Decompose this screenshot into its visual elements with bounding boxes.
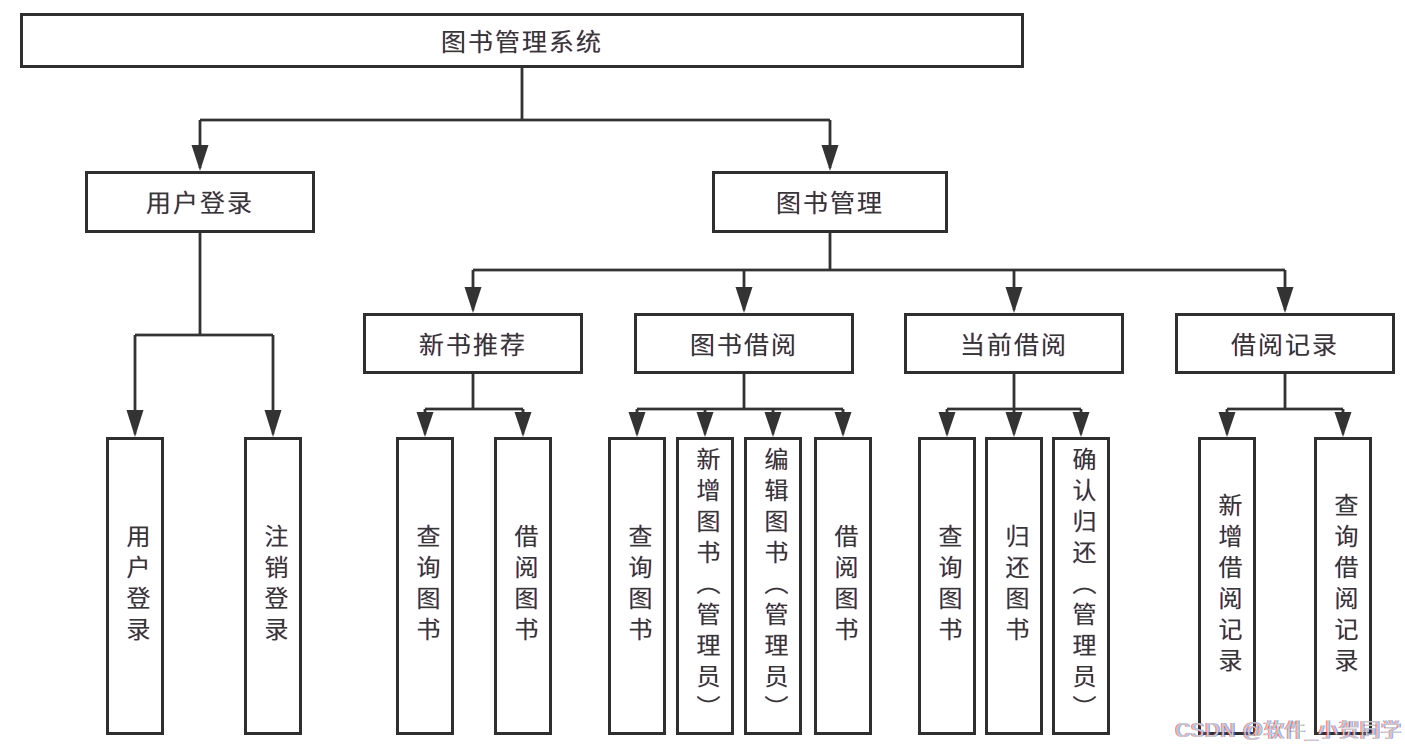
leaf-confirm-return-admin: 确认归还（管理员） — [1052, 437, 1110, 735]
leaf-label: 编辑图书（管理员） — [760, 446, 787, 726]
leaf-label: 新增图书（管理员） — [692, 446, 719, 726]
leaf-label: 借阅图书 — [510, 524, 537, 648]
node-borrow-record: 借阅记录 — [1175, 313, 1395, 374]
leaf-add-borrow-record: 新增借阅记录 — [1198, 437, 1256, 735]
node-current-borrow: 当前借阅 — [904, 313, 1124, 374]
connector-root — [191, 68, 839, 171]
connector-book-management — [464, 233, 1294, 313]
leaf-borrow-books-recommend: 借阅图书 — [494, 437, 552, 735]
node-new-book-recommend: 新书推荐 — [363, 313, 583, 374]
leaf-label: 查询图书 — [934, 524, 961, 648]
connector-book-borrow — [628, 374, 852, 437]
leaf-query-books-recommend: 查询图书 — [396, 437, 454, 735]
connector-current-borrow — [938, 374, 1090, 437]
leaf-label: 归还图书 — [1001, 524, 1028, 648]
leaf-logout: 注销登录 — [244, 437, 302, 735]
leaf-borrow-books: 借阅图书 — [814, 437, 872, 735]
leaf-query-books-current: 查询图书 — [918, 437, 976, 735]
leaf-label: 注销登录 — [260, 524, 287, 648]
node-root-system: 图书管理系统 — [20, 13, 1024, 68]
leaf-label: 借阅图书 — [830, 524, 857, 648]
leaf-label: 用户登录 — [122, 524, 149, 648]
leaf-query-books-borrow: 查询图书 — [608, 437, 666, 735]
connector-borrow-record — [1218, 374, 1352, 437]
node-user-login: 用户登录 — [85, 171, 315, 233]
leaf-return-book: 归还图书 — [985, 437, 1043, 735]
leaf-add-book-admin: 新增图书（管理员） — [676, 437, 734, 735]
leaf-user-login: 用户登录 — [106, 437, 164, 735]
leaf-query-borrow-record: 查询借阅记录 — [1314, 437, 1372, 735]
csdn-watermark: CSDN @软件_小贺同学 — [1175, 720, 1402, 742]
leaf-edit-book-admin: 编辑图书（管理员） — [744, 437, 802, 735]
leaf-label: 新增借阅记录 — [1214, 493, 1241, 679]
leaf-label: 查询图书 — [624, 524, 651, 648]
leaf-label: 确认归还（管理员） — [1068, 446, 1095, 726]
connector-new-book-recommend — [416, 374, 532, 437]
node-book-borrow: 图书借阅 — [634, 313, 854, 374]
leaf-label: 查询借阅记录 — [1330, 493, 1357, 679]
connector-user-login — [126, 233, 282, 437]
leaf-label: 查询图书 — [412, 524, 439, 648]
node-book-management: 图书管理 — [712, 171, 948, 233]
